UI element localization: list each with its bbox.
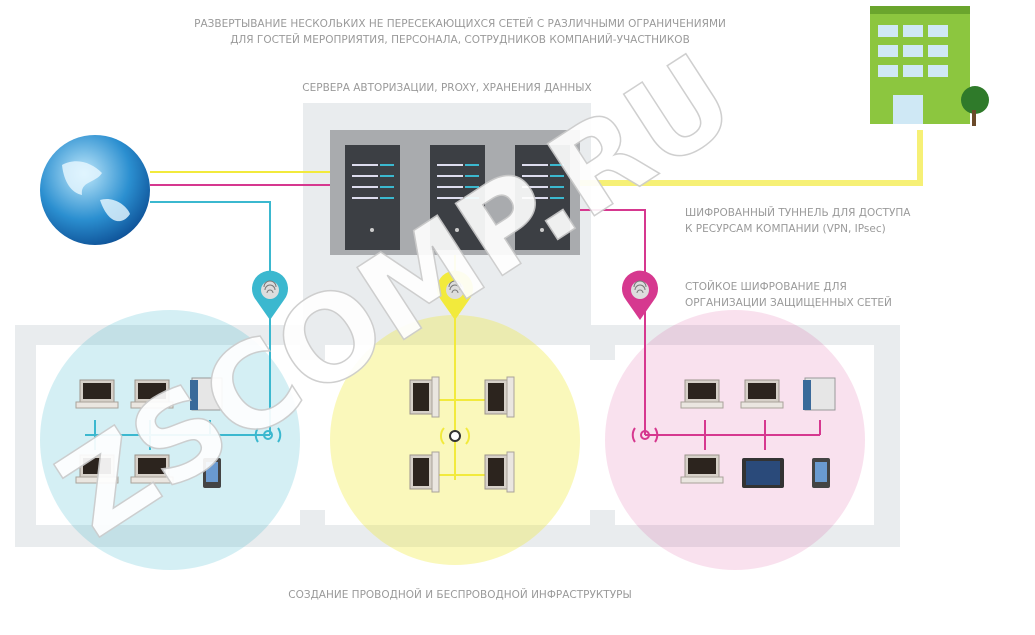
- company-building-icon: [870, 6, 989, 126]
- servers-label: СЕРВЕРА АВТОРИЗАЦИИ, PROXY, ХРАНЕНИЯ ДАН…: [302, 82, 591, 94]
- server-icon: [345, 145, 400, 250]
- tunnel-label-line-1: ШИФРОВАННЫЙ ТУННЕЛЬ ДЛЯ ДОСТУПА: [685, 206, 911, 219]
- guest-network-zone: [40, 310, 300, 570]
- tunnel-label-line-2: К РЕСУРСАМ КОМПАНИИ (VPN, IPsec): [685, 223, 886, 235]
- blue-fingerprint-pin-icon: [252, 270, 288, 320]
- internet-globe-icon: [40, 135, 150, 245]
- server-rack: [330, 130, 580, 255]
- desk-phone-icon: [803, 377, 836, 411]
- tablet-icon: [742, 458, 784, 488]
- laptop-icon: [740, 379, 784, 409]
- pink-fingerprint-pin-icon: [622, 270, 658, 320]
- laptop-icon: [484, 451, 515, 493]
- smartphone-icon: [812, 458, 830, 488]
- title-line-1: РАЗВЕРТЫВАНИЕ НЕСКОЛЬКИХ НЕ ПЕРЕСЕКАЮЩИХ…: [194, 17, 726, 30]
- smartphone-icon: [203, 458, 221, 488]
- encryption-label-line-1: СТОЙКОЕ ШИФРОВАНИЕ ДЛЯ: [685, 280, 847, 293]
- laptop-icon: [484, 376, 515, 418]
- laptop-icon: [680, 454, 724, 484]
- staff-devices: [409, 376, 515, 493]
- laptop-icon: [409, 451, 440, 493]
- wifi-access-point-icon: [631, 427, 659, 443]
- encryption-label-line-2: ОРГАНИЗАЦИИ ЗАЩИЩЕННЫХ СЕТЕЙ: [685, 296, 892, 309]
- company-network-zone: [605, 310, 865, 570]
- company-devices: [631, 377, 836, 488]
- laptop-icon: [680, 379, 724, 409]
- wifi-access-point-icon: [254, 427, 282, 443]
- laptop-icon: [409, 376, 440, 418]
- title-line-2: ДЛЯ ГОСТЕЙ МЕРОПРИЯТИЯ, ПЕРСОНАЛА, СОТРУ…: [230, 33, 690, 46]
- infrastructure-label: СОЗДАНИЕ ПРОВОДНОЙ И БЕСПРОВОДНОЙ ИНФРАС…: [288, 588, 631, 601]
- yellow-fingerprint-pin-icon: [437, 270, 474, 320]
- wifi-access-point-icon: [440, 427, 470, 445]
- desk-phone-icon: [190, 377, 223, 411]
- guest-devices: [75, 377, 282, 488]
- server-icon: [515, 145, 570, 250]
- server-icon: [430, 145, 485, 250]
